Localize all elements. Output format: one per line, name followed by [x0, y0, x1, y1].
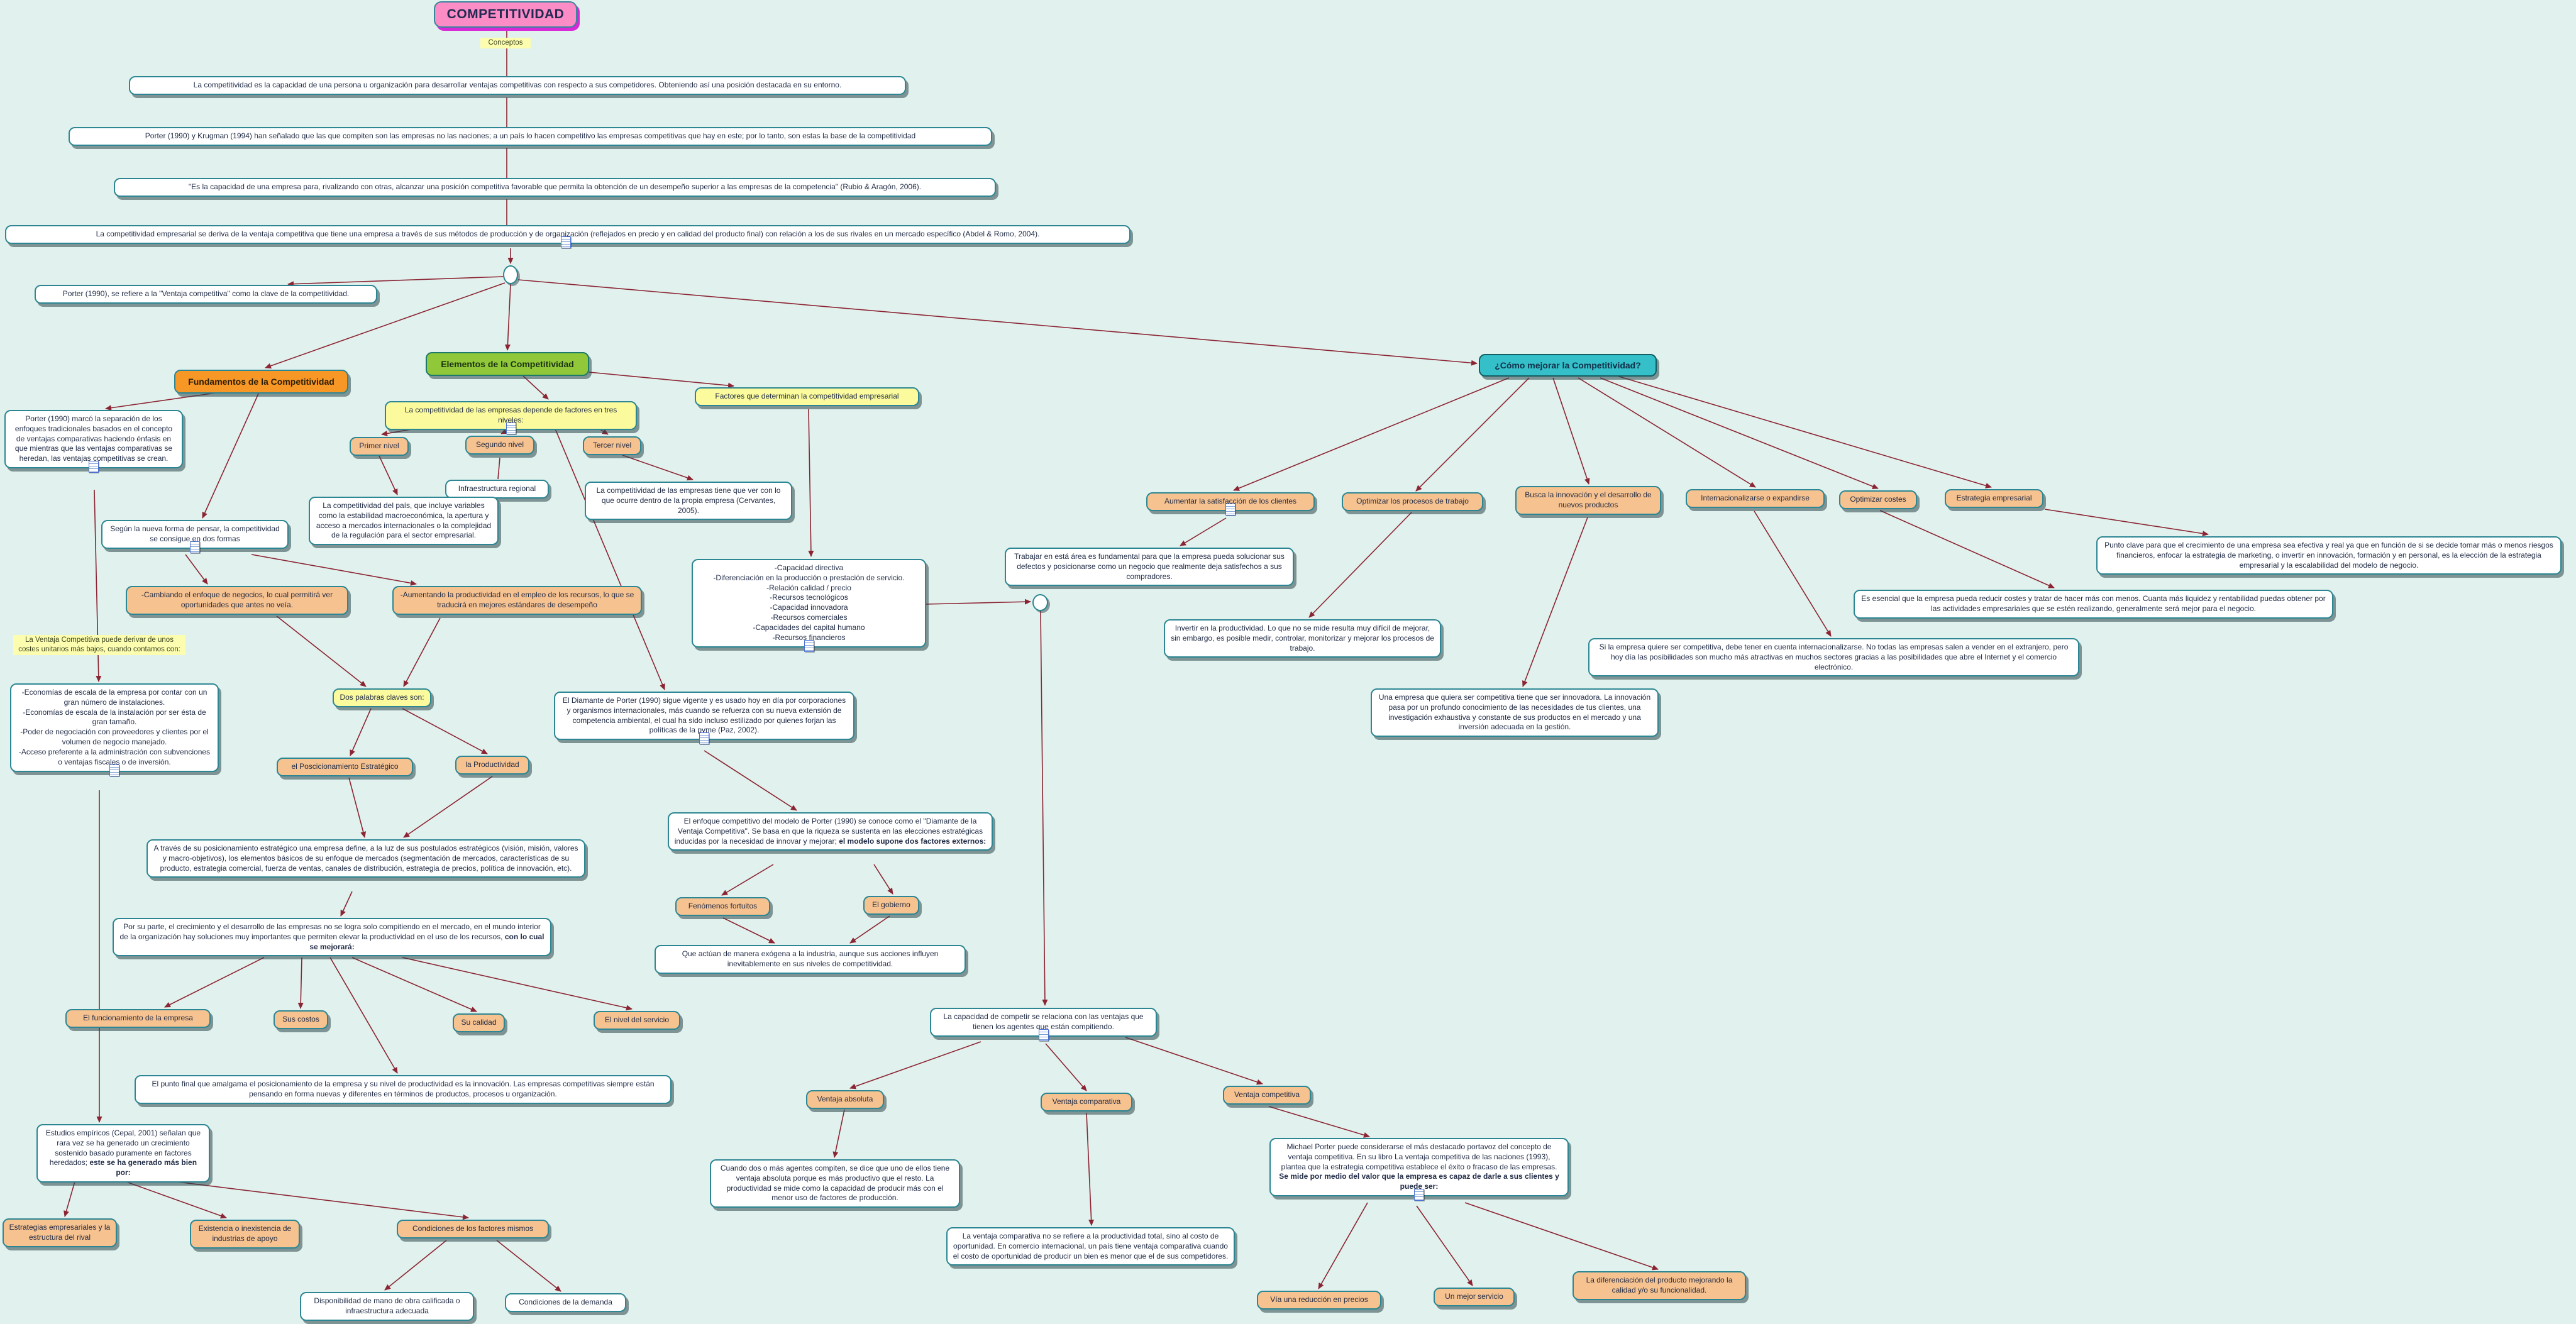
concept-punto-final-innovacion[interactable]: El punto final que amalgama el posiciona… — [135, 1075, 672, 1104]
root-concept-label: COMPETITIVIDAD — [446, 7, 565, 21]
concept-reduccion-precios[interactable]: Vía una reducción en precios — [1257, 1291, 1381, 1310]
concept-cambiando-enfoque[interactable]: -Cambiando el enfoque de negocios, lo cu… — [126, 586, 348, 615]
concept-punto-clave-estrategia[interactable]: Punto clave para que el crecimiento de u… — [2096, 536, 2562, 575]
document-icon[interactable] — [1225, 503, 1235, 516]
concept-estrategias-rival[interactable]: Estrategias empresariales y la estructur… — [3, 1218, 117, 1247]
concept-mejor-servicio[interactable]: Un mejor servicio — [1434, 1288, 1515, 1306]
header-elementos[interactable]: Elementos de la Competitividad — [426, 352, 589, 376]
concept-definicion-rubio-aragon[interactable]: "Es la capacidad de una empresa para, ri… — [114, 178, 996, 197]
concept-mano-obra[interactable]: Disponibilidad de mano de obra calificad… — [300, 1292, 474, 1321]
concept-dos-palabras-claves[interactable]: Dos palabras claves son: — [333, 688, 431, 707]
concept-optimizar-procesos[interactable]: Optimizar los procesos de trabajo — [1342, 492, 1483, 511]
document-icon[interactable] — [699, 732, 709, 745]
concept-internacionalizarse-def[interactable]: Si la empresa quiere ser competitiva, de… — [1588, 638, 2079, 677]
node-text: Estudios empíricos (Cepal, 2001) señalan… — [45, 1128, 201, 1167]
junction-oval-top — [503, 265, 518, 284]
concept-exogena[interactable]: Que actúan de manera exógena a la indust… — [655, 945, 966, 974]
concept-definicion-1[interactable]: La competitividad es la capacidad de una… — [129, 76, 906, 95]
node-text-bold: Se mide por medio del valor que la empre… — [1279, 1172, 1559, 1191]
concept-cervantes[interactable]: La competitividad de las empresas tiene … — [585, 482, 792, 521]
concept-fenomenos-fortuitos[interactable]: Fenómenos fortuitos — [675, 897, 770, 916]
concept-industrias-apoyo[interactable]: Existencia o inexistencia de industrias … — [190, 1220, 300, 1249]
concept-internacionalizarse[interactable]: Internacionalizarse o expandirse — [1686, 489, 1825, 508]
concept-ventaja-absoluta-def[interactable]: Cuando dos o más agentes compiten, se di… — [710, 1159, 960, 1208]
concept-michael-porter[interactable]: Michael Porter puede considerarse el más… — [1269, 1138, 1569, 1201]
header-fundamentos[interactable]: Fundamentos de la Competitividad — [174, 370, 348, 394]
concept-diferenciacion-producto[interactable]: La diferenciación del producto mejorando… — [1573, 1271, 1746, 1300]
concept-ventaja-clave[interactable]: Porter (1990), se refiere a la "Ventaja … — [35, 285, 377, 304]
concept-optimizar-costes[interactable]: Optimizar costes — [1839, 490, 1917, 509]
concept-su-calidad[interactable]: Su calidad — [453, 1013, 505, 1032]
concept-estudios-empiricos[interactable]: Estudios empíricos (Cepal, 2001) señalan… — [36, 1124, 210, 1183]
document-icon[interactable] — [190, 541, 200, 553]
node-text: Por su parte, el crecimiento y el desarr… — [119, 922, 541, 941]
header-como-mejorar[interactable]: ¿Cómo mejorar la Competitividad? — [1479, 354, 1657, 377]
concept-condiciones-factores[interactable]: Condiciones de los factores mismos — [397, 1220, 549, 1238]
concept-capacidad-competir[interactable]: La capacidad de competir se relaciona co… — [930, 1008, 1157, 1041]
node-text-bold: este se ha generado más bien por: — [89, 1158, 197, 1178]
concept-ventaja-absoluta[interactable]: Ventaja absoluta — [806, 1090, 884, 1109]
concept-definicion-porter-krugman[interactable]: Porter (1990) y Krugman (1994) han señal… — [69, 127, 992, 146]
linking-phrase-ventaja-costes: La Ventaja Competitiva puede derivar de … — [13, 635, 185, 655]
root-concept[interactable]: COMPETITIVIDAD — [434, 1, 577, 28]
concept-a-traves-posicionamiento[interactable]: A través de su posicionamiento estratégi… — [146, 839, 585, 878]
concept-nueva-forma-pensar[interactable]: Según la nueva forma de pensar, la compe… — [101, 520, 289, 553]
concept-busca-innovacion[interactable]: Busca la innovación y el desarrollo de n… — [1515, 486, 1661, 515]
node-text: Michael Porter puede considerarse el más… — [1281, 1142, 1557, 1171]
document-icon[interactable] — [804, 639, 814, 652]
concept-el-gobierno[interactable]: El gobierno — [863, 896, 919, 915]
concept-enfoque-competitivo[interactable]: El enfoque competitivo del modelo de Por… — [668, 812, 993, 851]
concept-tercer-nivel[interactable]: Tercer nivel — [583, 436, 641, 455]
concept-trabajar-area[interactable]: Trabajar en está área es fundamental par… — [1005, 548, 1294, 587]
document-icon[interactable] — [1414, 1189, 1424, 1201]
concept-invertir-productividad[interactable]: Invertir en la productividad. Lo que no … — [1164, 619, 1441, 658]
concept-nivel-servicio[interactable]: El nivel del servicio — [594, 1011, 680, 1030]
concept-posicionamiento-estrategico[interactable]: el Poscicionamiento Estratégico — [277, 758, 413, 776]
node-text-bold: el modelo supone dos factores externos: — [839, 836, 987, 846]
concept-aumentar-satisfaccion[interactable]: Aumentar la satisfacción de los clientes — [1146, 492, 1315, 516]
concept-porter-separacion[interactable]: Porter (1990) marcó la separación de los… — [4, 410, 183, 473]
document-icon[interactable] — [561, 236, 571, 248]
concept-ventaja-competitiva[interactable]: Ventaja competitiva — [1223, 1086, 1311, 1105]
concept-ventaja-comparativa[interactable]: Ventaja comparativa — [1041, 1093, 1132, 1112]
concept-reducir-costes-def[interactable]: Es esencial que la empresa pueda reducir… — [1854, 590, 2333, 619]
node-text-bold: con lo cual se mejorará: — [309, 932, 544, 951]
concept-definicion-abdel-romo[interactable]: La competitividad empresarial se deriva … — [5, 225, 1130, 248]
junction-oval-capacidad — [1032, 594, 1048, 611]
document-icon[interactable] — [506, 422, 516, 434]
concept-estrategia-empresarial[interactable]: Estrategia empresarial — [1945, 489, 2043, 508]
concept-sus-costos[interactable]: Sus costos — [274, 1010, 328, 1029]
concept-segundo-nivel[interactable]: Segundo nivel — [465, 436, 534, 455]
concept-la-productividad[interactable]: la Productividad — [455, 756, 529, 775]
concept-competitividad-pais[interactable]: La competitividad del país, que incluye … — [309, 497, 499, 546]
concept-empresa-innovadora[interactable]: Una empresa que quiera ser competitiva t… — [1371, 688, 1659, 737]
document-icon[interactable] — [89, 461, 99, 473]
concept-primer-nivel[interactable]: Primer nivel — [350, 437, 409, 456]
concept-infraestructura-regional[interactable]: Infraestructura regional — [445, 480, 549, 499]
concept-aumentando-productividad[interactable]: -Aumentando la productividad en el emple… — [392, 586, 642, 615]
concept-por-su-parte[interactable]: Por su parte, el crecimiento y el desarr… — [113, 918, 551, 957]
concept-tres-niveles[interactable]: La competitividad de las empresas depend… — [385, 401, 637, 434]
concept-funcionamiento-empresa[interactable]: El funcionamiento de la empresa — [65, 1009, 211, 1028]
document-icon[interactable] — [109, 764, 119, 776]
concept-capacidad-directiva-lista[interactable]: -Capacidad directiva -Diferenciación en … — [692, 559, 926, 652]
document-icon[interactable] — [1038, 1029, 1049, 1041]
concept-factores-determinan[interactable]: Factores que determinan la competitivida… — [695, 387, 919, 406]
node-text: El enfoque competitivo del modelo de Por… — [674, 817, 983, 846]
linking-phrase-conceptos: Conceptos — [480, 38, 531, 48]
concept-economias-escala[interactable]: -Economías de escala de la empresa por c… — [10, 683, 219, 776]
concept-ventaja-comparativa-def[interactable]: La ventaja comparativa no se refiere a l… — [946, 1227, 1235, 1266]
concept-condiciones-demanda[interactable]: Condiciones de la demanda — [505, 1293, 626, 1312]
concept-diamante-porter[interactable]: El Diamante de Porter (1990) sigue vigen… — [554, 692, 854, 745]
